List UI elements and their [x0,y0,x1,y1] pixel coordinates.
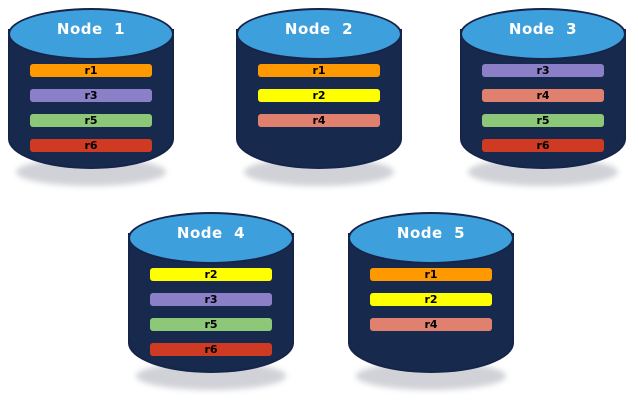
cylinder-top-icon [348,212,514,264]
replica-bar-r6[interactable]: r6 [482,139,604,152]
replica-bar-r4[interactable]: r4 [370,318,492,331]
database-node-4[interactable]: Node 4 r2 r3 r5 r6 [128,212,294,394]
node-label: Node 4 [176,224,246,242]
database-node-5[interactable]: Node 5 r1 r2 r4 [348,212,514,394]
database-node-3[interactable]: Node 3 r3 r4 r5 r6 [460,8,626,190]
replica-list: r3 r4 r5 r6 [482,64,604,164]
replica-bar-r5[interactable]: r5 [30,114,152,127]
replica-list: r2 r3 r5 r6 [150,268,272,368]
database-node-1[interactable]: Node 1 r1 r3 r5 r6 [8,8,174,190]
replica-bar-r2[interactable]: r2 [258,89,380,102]
replica-bar-r6[interactable]: r6 [30,139,152,152]
database-node-2[interactable]: Node 2 r1 r2 r4 [236,8,402,190]
replica-bar-r1[interactable]: r1 [30,64,152,77]
replica-bar-r3[interactable]: r3 [482,64,604,77]
replica-list: r1 r3 r5 r6 [30,64,152,164]
node-label: Node 5 [396,224,466,242]
replica-bar-r1[interactable]: r1 [370,268,492,281]
node-label: Node 1 [56,20,126,38]
cylinder-top-icon [460,8,626,60]
cylinder-top-icon [128,212,294,264]
replica-bar-r1[interactable]: r1 [258,64,380,77]
node-label: Node 2 [284,20,354,38]
replica-bar-r3[interactable]: r3 [30,89,152,102]
replica-bar-r4[interactable]: r4 [258,114,380,127]
replica-bar-r5[interactable]: r5 [482,114,604,127]
cylinder-top-icon [8,8,174,60]
replica-bar-r2[interactable]: r2 [370,293,492,306]
replica-bar-r2[interactable]: r2 [150,268,272,281]
replica-bar-r6[interactable]: r6 [150,343,272,356]
cylinder-top-icon [236,8,402,60]
replica-list: r1 r2 r4 [370,268,492,343]
replica-bar-r4[interactable]: r4 [482,89,604,102]
replica-list: r1 r2 r4 [258,64,380,139]
node-label: Node 3 [508,20,578,38]
replica-bar-r3[interactable]: r3 [150,293,272,306]
replica-bar-r5[interactable]: r5 [150,318,272,331]
